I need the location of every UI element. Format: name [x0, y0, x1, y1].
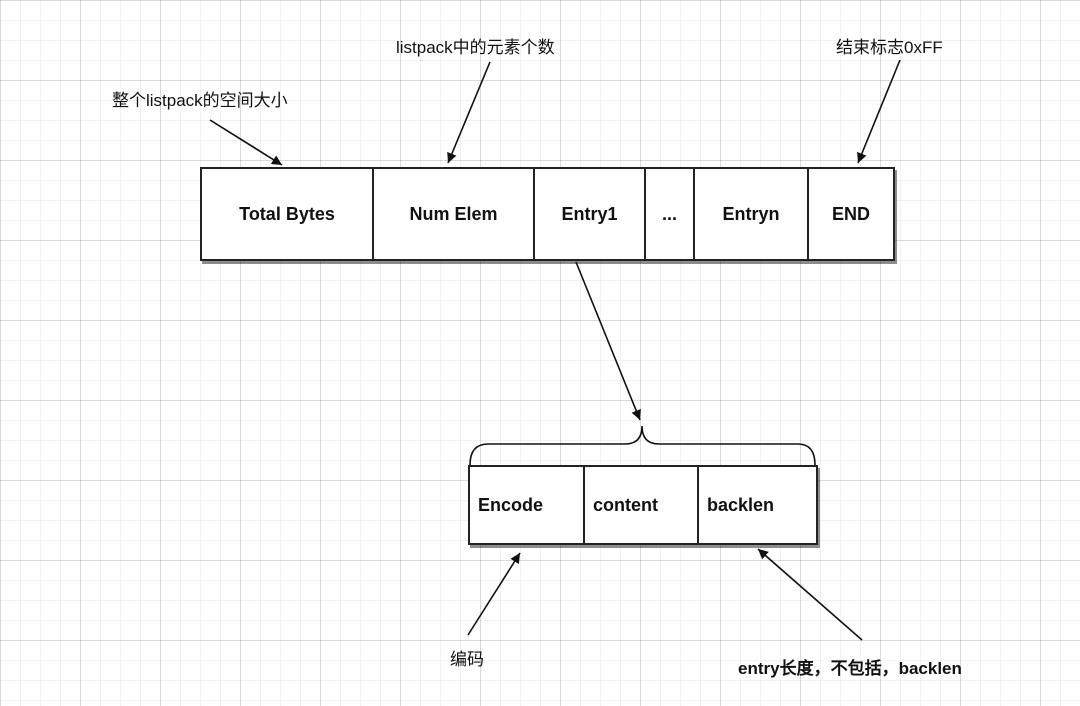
listpack-structure-row: Total Bytes Num Elem Entry1 ... Entryn E… [200, 167, 895, 261]
backlen-cell: backlen [707, 494, 775, 515]
encode-cell: Encode [470, 467, 585, 543]
num-elements-annotation: listpack中的元素个数 [396, 38, 555, 57]
num-elements-arrow [447, 61, 491, 164]
total-size-arrow [209, 119, 283, 166]
entryn-cell: Entryn [695, 169, 809, 259]
end-cell: END [831, 203, 870, 224]
entry-structure-row: Encode content backlen [468, 465, 818, 545]
num-elem-cell: Num Elem [374, 169, 535, 259]
end-flag-arrow [857, 59, 901, 164]
total-bytes-cell: Total Bytes [202, 169, 374, 259]
entry-expand-arrow [575, 261, 641, 421]
total-size-annotation: 整个listpack的空间大小 [112, 91, 288, 110]
entry-length-arrow [757, 548, 863, 641]
encoding-arrow [467, 552, 521, 636]
ellipsis-cell: ... [646, 169, 695, 259]
encoding-annotation: 编码 [450, 650, 484, 669]
entry1-cell: Entry1 [535, 169, 646, 259]
content-cell: content [585, 467, 699, 543]
end-flag-annotation: 结束标志0xFF [836, 38, 943, 57]
entry-length-annotation: entry长度，不包括，backlen [738, 659, 962, 678]
entry-brace [469, 425, 816, 466]
